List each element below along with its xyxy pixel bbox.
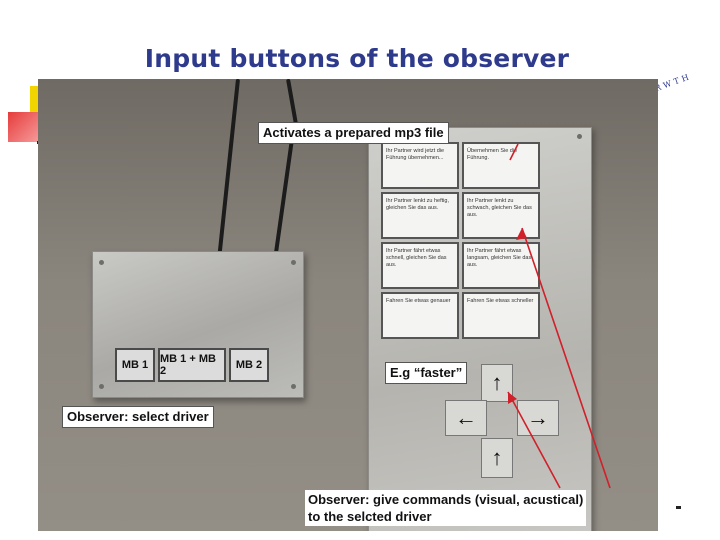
message-button[interactable]: Übernehmen Sie die Führung.	[462, 142, 540, 189]
dash-mark	[676, 506, 681, 509]
arrow-left-button[interactable]: ←	[445, 400, 487, 436]
arrow-up-button[interactable]: ↑	[481, 364, 513, 402]
callout-commands-line1: Observer: give commands (visual, acustic…	[308, 492, 584, 507]
callout-select-driver: Observer: select driver	[62, 406, 214, 428]
arrow-right-button[interactable]: →	[517, 400, 559, 436]
arrow-down-button[interactable]: ↑	[481, 438, 513, 478]
screw	[291, 260, 296, 265]
callout-faster: E.g “faster”	[385, 362, 468, 384]
message-button[interactable]: Ihr Partner wird jetzt die Führung übern…	[381, 142, 459, 189]
cable	[274, 138, 294, 254]
screw	[577, 134, 582, 139]
message-button[interactable]: Ihr Partner fährt etwas langsam, gleiche…	[462, 242, 540, 289]
message-button[interactable]: Fahren Sie etwas schneller	[462, 292, 540, 339]
callout-mp3: Activates a prepared mp3 file	[258, 122, 449, 144]
callout-commands: Observer: give commands (visual, acustic…	[305, 490, 587, 526]
screw	[99, 384, 104, 389]
cable	[217, 79, 240, 257]
mb1-button[interactable]: MB 1	[115, 348, 155, 382]
message-button[interactable]: Ihr Partner lenkt zu schwach, gleichen S…	[462, 192, 540, 239]
mb2-button[interactable]: MB 2	[229, 348, 269, 382]
mb1-mb2-button[interactable]: MB 1 + MB 2	[158, 348, 226, 382]
screw	[291, 384, 296, 389]
message-button[interactable]: Ihr Partner fährt etwas schnell, gleiche…	[381, 242, 459, 289]
message-button[interactable]: Ihr Partner lenkt zu heftig, gleichen Si…	[381, 192, 459, 239]
callout-commands-line2: to the selcted driver	[308, 509, 432, 524]
screw	[99, 260, 104, 265]
slide-title: Input buttons of the observer	[144, 44, 570, 73]
university-logo-text: RWTH	[653, 71, 693, 94]
driver-select-box: MB 1 MB 1 + MB 2 MB 2	[92, 251, 304, 398]
device-photo: MB 1 MB 1 + MB 2 MB 2 Ihr Partner wird j…	[38, 79, 658, 531]
logo-red-block	[8, 112, 42, 142]
message-button[interactable]: Fahren Sie etwas genauer	[381, 292, 459, 339]
mb-button-row: MB 1 MB 1 + MB 2 MB 2	[115, 348, 269, 382]
command-panel: Ihr Partner wird jetzt die Führung übern…	[368, 127, 592, 531]
message-button-grid: Ihr Partner wird jetzt die Führung übern…	[381, 142, 540, 339]
